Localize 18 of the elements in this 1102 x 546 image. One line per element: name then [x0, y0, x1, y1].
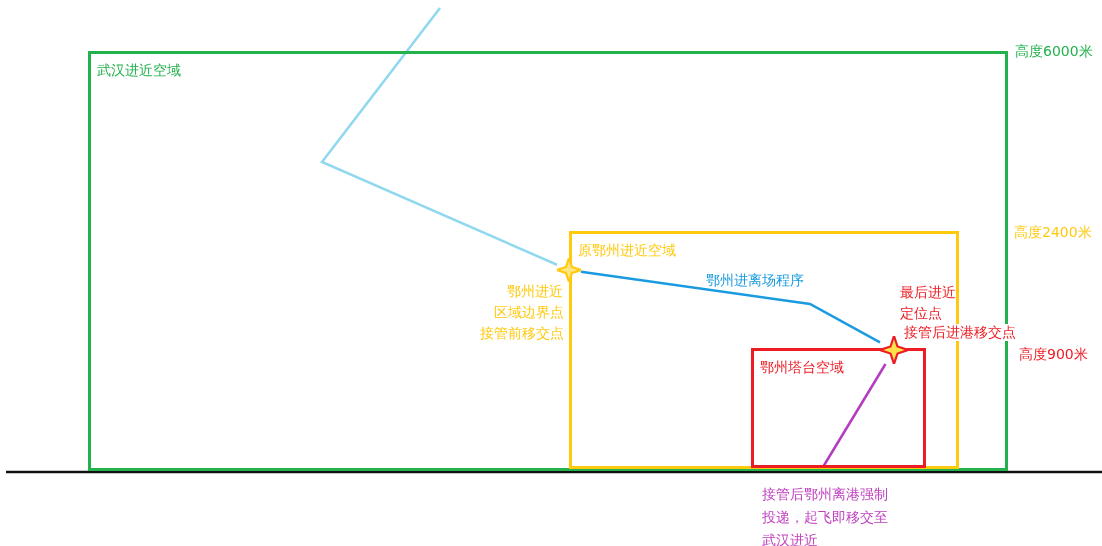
procedure-line — [580, 270, 881, 344]
fix-label: 区域边界点 — [493, 304, 565, 321]
note-text: 接管后鄂州离港强制投递，起飞即移交至武汉进近 — [762, 485, 889, 546]
fix-label: 接管前移交点 — [479, 325, 565, 342]
altitude-label: 高度6000米 — [1015, 43, 1093, 60]
airspace-label: 原鄂州进近空域 — [578, 242, 676, 259]
fix-label: 鄂州进近 — [506, 283, 564, 300]
route-line — [320, 7, 558, 266]
procedure-line — [821, 363, 887, 468]
altitude-label: 高度900米 — [1019, 346, 1088, 363]
airspace-boundary — [569, 231, 959, 469]
edge-label: 鄂州进离场程序 — [706, 273, 804, 289]
airspace-boundary — [751, 348, 926, 468]
airspace-label: 鄂州塔台空域 — [760, 359, 844, 376]
fix-label: 最后进近定位点 — [900, 283, 957, 323]
airspace-label: 武汉进近空域 — [97, 62, 181, 79]
fix-label: 接管后进港移交点 — [904, 324, 1016, 341]
altitude-label: 高度2400米 — [1014, 224, 1092, 241]
